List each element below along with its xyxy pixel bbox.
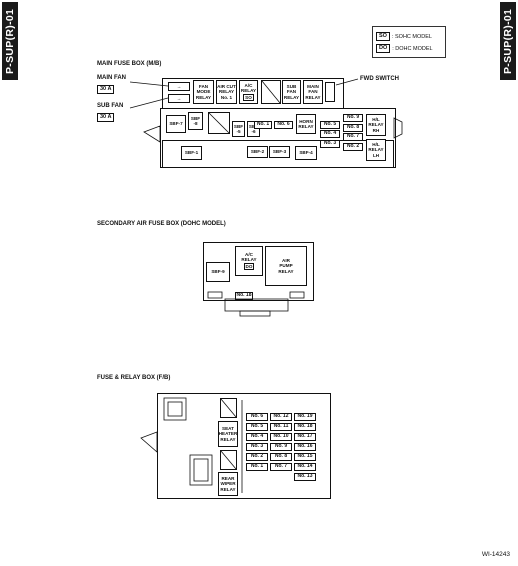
air-pump-relay: AIR PUMP RELAY [265,246,307,286]
sbf-1-fuse: SBF-1 [181,146,202,160]
ac-relay-sohc: A/C RELAY SO [239,80,258,104]
fb-fuse-1: No. 1 [246,463,268,471]
ac-relay-dohc-code: DO [243,263,255,271]
fb-fuse-15: No. 15 [294,453,316,461]
main-fuse-no8: No. 8 [343,124,363,132]
main-fan-label: MAIN FAN [97,75,126,81]
seat-heater-relay: SEAT HEATER RELAY [218,421,238,447]
fb-fuse-10: No. 10 [270,433,292,441]
fb-fuse-18: No. 18 [294,423,316,431]
air-cut-relay-1: AIR CUT RELAY No. 1 [216,80,237,104]
sbf-7-fuse: SBF-7 [166,115,186,133]
fb-fuse-19: No. 19 [294,413,316,421]
fb-fuse-17: No. 17 [294,433,316,441]
sub-fan-label: SUB FAN [97,103,124,109]
drawing-id: WI-14243 [481,551,510,558]
fb-fuse-2: No. 2 [246,453,268,461]
main-fuse-no6: No. 6 [274,121,293,129]
hl-relay-rh: H/L RELAY RH [366,114,386,136]
main-fuse-no9: No. 9 [343,114,363,122]
main-box-left-mount [143,125,161,143]
empty-relay-slot-2 [208,112,230,134]
legend-code-dohc: DO [376,44,391,53]
side-tab-right: P-SUP(R)-01 [500,2,516,80]
fwd-switch-label: FWD SWITCH [360,76,399,82]
fb-fuse-5: No. 5 [246,423,268,431]
sbf-5-fuse: SBF -5 [232,121,245,137]
sub-fan-fuse-rating: 30 A [97,113,115,122]
main-fan-fuse-rating: 30 A [97,85,115,94]
main-fan-relay: MAIN FAN RELAY [303,80,323,104]
fwd-switch-connector [325,82,335,102]
sbf-2-fuse: SBF-2 [247,146,268,158]
sbf-3-fuse: SBF-3 [269,146,290,158]
fuse-relay-box-title: FUSE & RELAY BOX (F/B) [97,375,171,381]
side-tab-left: P-SUP(R)-01 [2,2,18,80]
main-fuse-no2: No. 2 [343,143,363,151]
empty-relay-slot-3 [220,398,237,418]
hl-relay-lh: H/L RELAY LH [366,139,386,161]
fb-fuse-7: No. 7 [270,463,292,471]
legend-row-sohc: SO : SOHC MODEL [376,32,432,41]
main-fuse-no1: No. 1 [254,121,272,129]
ac-relay-dohc-label: A/C RELAY [241,251,257,262]
legend-text-sohc: : SOHC MODEL [391,33,432,40]
rear-wiper-relay: REAR WIPER RELAY [218,472,238,496]
secondary-box-foot [239,310,271,317]
sbf-8-fuse: SBF -8 [188,112,203,130]
fb-left-mount [140,431,158,453]
legend-code-sohc: SO [376,32,390,41]
secondary-air-fuse-box-title: SECONDARY AIR FUSE BOX (DOHC MODEL) [97,221,226,227]
sub-fan-fuse-slot: → [168,94,190,103]
horn-relay: HORN RELAY [296,114,316,134]
main-fuse-no4: No. 4 [320,130,340,138]
main-fan-fuse-slot: → [168,82,190,91]
fan-mode-relay: FAN MODE RELAY [193,80,214,104]
fb-fuse-16: No. 16 [294,443,316,451]
ac-relay-sohc-label: A/C RELAY [240,82,257,93]
fb-fuse-4: No. 4 [246,433,268,441]
main-fuse-no7: No. 7 [343,133,363,141]
model-legend: SO : SOHC MODEL DO : DOHC MODEL [372,26,446,58]
main-fuse-no3: No. 3 [320,140,340,148]
sub-fan-relay: SUB FAN RELAY [282,80,301,104]
empty-relay-slot-4 [220,450,237,470]
sbf-9-fuse: SBF-9 [206,262,230,282]
main-fuse-no5: No. 5 [320,121,340,129]
legend-text-dohc: : DOHC MODEL [392,45,433,52]
main-fuse-box-title: MAIN FUSE BOX (M/B) [97,61,162,67]
secondary-fuse-no18: No. 18 [235,292,253,300]
fb-fuse-13: No. 13 [294,473,316,481]
fb-fuse-11: No. 11 [270,423,292,431]
fb-fuse-8: No. 8 [270,453,292,461]
fb-fuse-6: No. 6 [246,413,268,421]
legend-row-dohc: DO : DOHC MODEL [376,44,433,53]
fb-fuse-12: No. 12 [270,413,292,421]
ac-relay-sohc-code: SO [243,94,254,102]
fb-fuse-14: No. 14 [294,463,316,471]
sbf-4-fuse: SBF-4 [295,146,317,160]
ac-relay-dohc: A/C RELAY DO [235,246,263,276]
empty-relay-slot-1 [261,80,281,104]
fb-fuse-9: No. 9 [270,443,292,451]
fb-fuse-3: No. 3 [246,443,268,451]
